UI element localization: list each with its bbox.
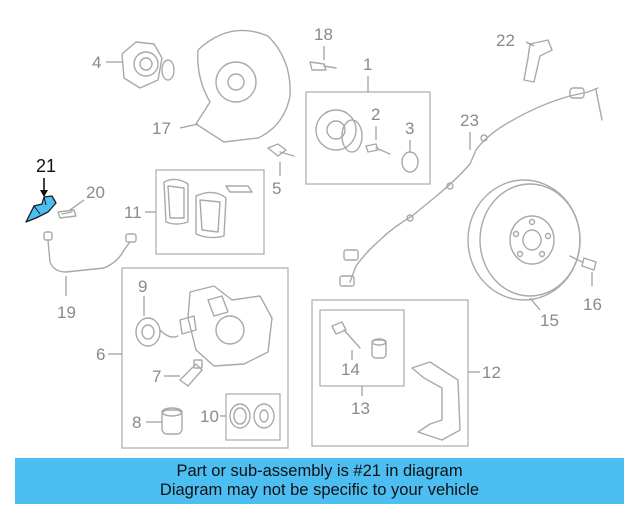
callout-7[interactable]: 7 bbox=[152, 367, 161, 386]
part-14-guide-pins bbox=[331, 321, 387, 359]
callout-15[interactable]: 15 bbox=[540, 311, 559, 330]
box-1-bearing bbox=[305, 91, 431, 185]
box-13-guide-kit bbox=[319, 309, 405, 387]
leader-20 bbox=[69, 199, 85, 211]
box-10-seal-kit bbox=[225, 393, 281, 441]
callout-5[interactable]: 5 bbox=[272, 179, 281, 198]
callout-8[interactable]: 8 bbox=[132, 413, 141, 432]
callout-17[interactable]: 17 bbox=[152, 119, 171, 138]
callout-3[interactable]: 3 bbox=[405, 119, 414, 138]
callout-9[interactable]: 9 bbox=[138, 277, 147, 296]
part-21-bracket[interactable] bbox=[25, 195, 57, 223]
part-8-boot bbox=[161, 407, 183, 435]
part-1-hub-bearing bbox=[315, 109, 419, 173]
leader-17 bbox=[179, 123, 199, 129]
part-18-bolt bbox=[309, 61, 337, 71]
part-23-abs-harness bbox=[339, 87, 603, 287]
box-11-pads bbox=[155, 169, 265, 255]
part-22-abs-sensor bbox=[523, 39, 553, 83]
leader-21-arrow-icon bbox=[40, 190, 48, 197]
callout-18[interactable]: 18 bbox=[314, 25, 333, 44]
part-9-spring bbox=[135, 317, 179, 347]
part-17-splash-shield bbox=[195, 29, 291, 143]
part-10-seal-kit bbox=[229, 403, 275, 429]
callout-4[interactable]: 4 bbox=[92, 53, 101, 72]
callout-13[interactable]: 13 bbox=[351, 399, 370, 418]
callout-11[interactable]: 11 bbox=[124, 203, 142, 222]
box-6-caliper bbox=[121, 267, 289, 449]
part-4-hub bbox=[121, 41, 175, 89]
info-banner: Part or sub-assembly is #21 in diagram D… bbox=[15, 458, 624, 504]
banner-line-1: Part or sub-assembly is #21 in diagram bbox=[176, 462, 463, 480]
callout-2[interactable]: 2 bbox=[371, 105, 380, 124]
leader-15 bbox=[529, 297, 541, 311]
callout-23[interactable]: 23 bbox=[460, 111, 479, 130]
part-11-brake-pads bbox=[163, 178, 253, 239]
callout-22[interactable]: 22 bbox=[496, 31, 515, 50]
callout-14[interactable]: 14 bbox=[341, 360, 360, 379]
leader-22 bbox=[525, 41, 535, 47]
parts-diagram: 21 20 19 11 4 17 bbox=[25, 25, 603, 449]
callout-20[interactable]: 20 bbox=[86, 183, 105, 202]
callout-21[interactable]: 21 bbox=[36, 156, 56, 176]
part-15-brake-rotor bbox=[467, 179, 581, 301]
callout-1[interactable]: 1 bbox=[363, 55, 372, 74]
callout-12[interactable]: 12 bbox=[482, 363, 501, 382]
part-12-caliper-bracket bbox=[411, 361, 461, 441]
part-20-clip bbox=[57, 209, 77, 219]
part-6-caliper bbox=[179, 285, 273, 367]
part-19-wear-sensor bbox=[43, 231, 137, 273]
callout-19[interactable]: 19 bbox=[57, 303, 76, 322]
box-12-bracket bbox=[311, 299, 469, 447]
part-5-bolt bbox=[267, 143, 295, 157]
part-16-screw bbox=[569, 255, 597, 271]
part-7-bleeder bbox=[179, 359, 203, 387]
callout-6[interactable]: 6 bbox=[96, 345, 105, 364]
banner-line-2: Diagram may not be specific to your vehi… bbox=[159, 481, 480, 499]
callout-10[interactable]: 10 bbox=[200, 407, 219, 426]
callout-16[interactable]: 16 bbox=[583, 295, 602, 314]
